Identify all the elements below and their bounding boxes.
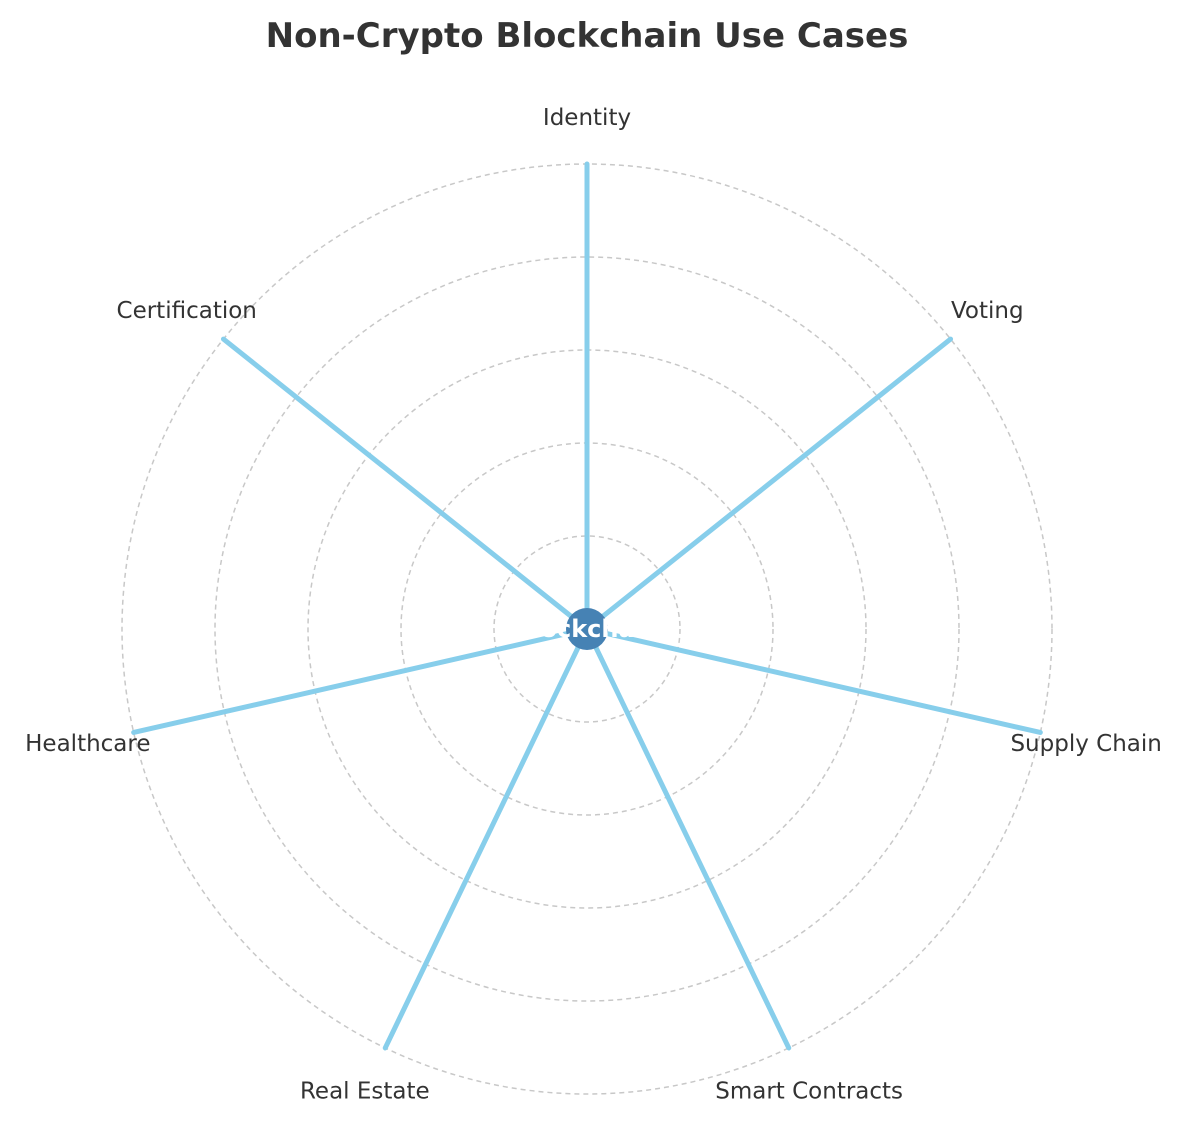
label-supply-chain: Supply Chain — [1010, 731, 1161, 757]
center-label: Blockchain — [514, 615, 660, 643]
label-healthcare: Healthcare — [25, 731, 150, 757]
label-certification: Certification — [117, 298, 257, 324]
spoke-healthcare — [131, 626, 590, 735]
chart-title: Non-Crypto Blockchain Use Cases — [266, 16, 909, 56]
spoke-smart-contracts — [584, 626, 792, 1051]
label-real-estate: Real Estate — [300, 1078, 430, 1104]
spoke-real-estate — [382, 626, 590, 1051]
center-hub-circle — [566, 608, 608, 650]
spoke-certification — [220, 336, 590, 632]
label-voting: Voting — [951, 298, 1024, 324]
grid-ring-1 — [493, 535, 681, 723]
label-smart-contracts: Smart Contracts — [715, 1078, 903, 1104]
spoke-supply-chain — [584, 626, 1043, 735]
center-hub: Blockchain — [514, 608, 660, 650]
spokes — [131, 161, 1043, 1051]
grid-ring-4 — [214, 256, 960, 1002]
spoke-voting — [584, 336, 954, 632]
label-identity: Identity — [543, 105, 631, 131]
